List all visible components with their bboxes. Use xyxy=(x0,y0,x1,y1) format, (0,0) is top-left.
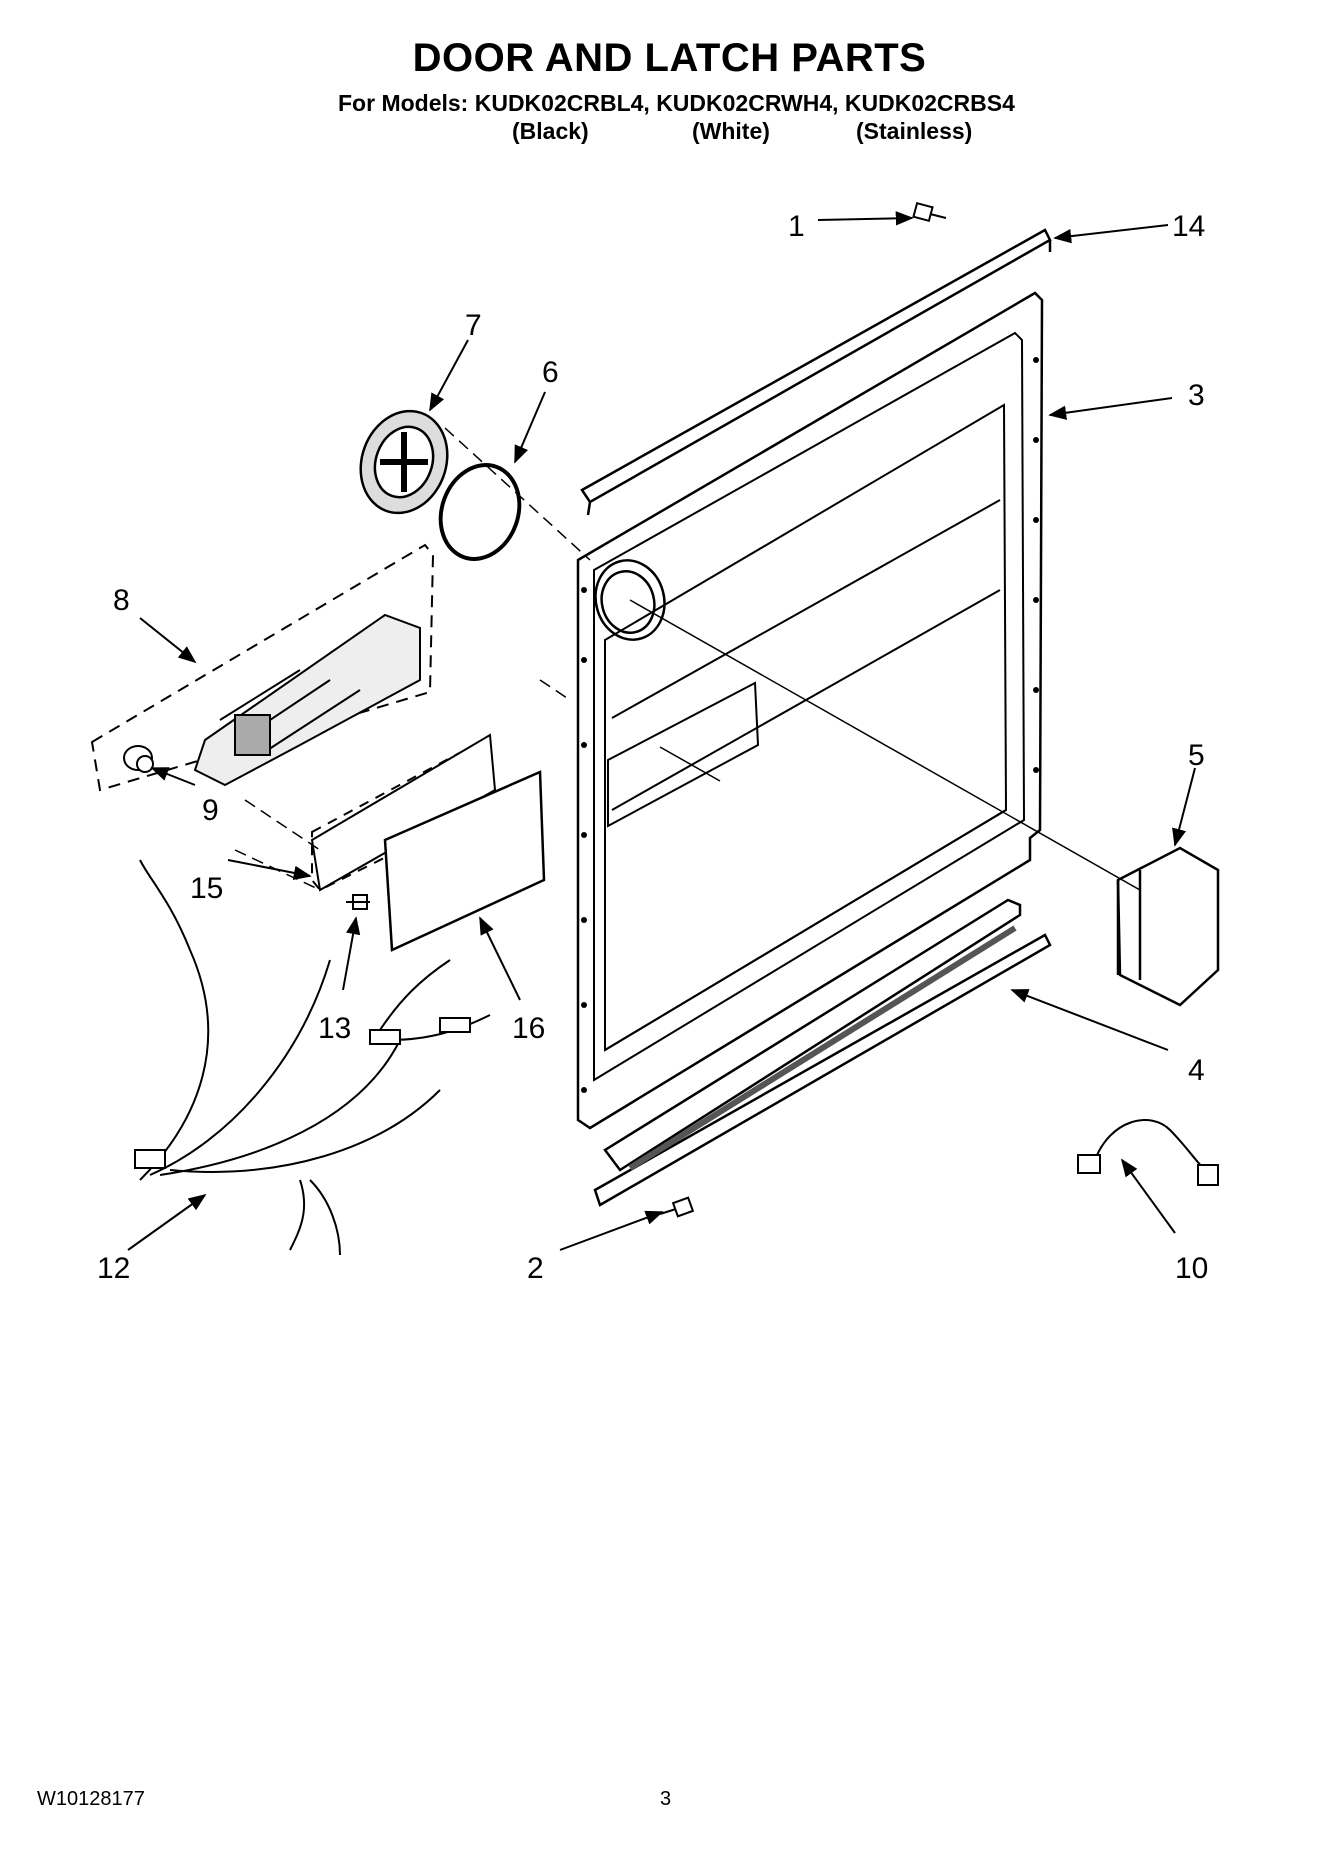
wire-connector xyxy=(1077,1119,1219,1186)
top-door-rail xyxy=(580,228,1052,516)
callout-2: 2 xyxy=(527,1252,544,1285)
door-inner-panel xyxy=(576,291,1044,1130)
callout-9: 9 xyxy=(202,794,219,827)
callout-10: 10 xyxy=(1175,1252,1208,1285)
page-number: 3 xyxy=(660,1788,672,1810)
gasket-ring xyxy=(438,463,522,561)
variant-white: (White) xyxy=(692,118,770,144)
screw-bottom xyxy=(659,1196,695,1218)
variant-black: (Black) xyxy=(512,118,589,144)
callout-8: 8 xyxy=(113,584,130,617)
models-line: For Models: KUDK02CRBL4, KUDK02CRWH4, KU… xyxy=(338,90,1015,116)
latch-assembly-group xyxy=(90,543,435,792)
callout-12: 12 xyxy=(97,1252,130,1285)
callout-16: 16 xyxy=(512,1012,545,1045)
vent-assembly xyxy=(359,409,449,515)
callout-4: 4 xyxy=(1188,1054,1205,1087)
callout-5: 5 xyxy=(1188,739,1205,772)
callout-13: 13 xyxy=(318,1012,351,1045)
callout-15: 15 xyxy=(190,872,223,905)
board-screw xyxy=(346,894,370,910)
document-number: W10128177 xyxy=(37,1788,145,1810)
control-board xyxy=(383,770,546,952)
wire-harness xyxy=(134,859,491,1256)
latch-bracket xyxy=(1116,846,1220,1007)
callout-1: 1 xyxy=(788,210,805,243)
screw-top xyxy=(912,201,947,223)
callout-3: 3 xyxy=(1188,379,1205,412)
variant-stainless: (Stainless) xyxy=(856,118,973,144)
callout-14: 14 xyxy=(1172,210,1205,243)
callout-labels: 1 2 3 4 5 6 7 8 9 10 12 13 14 15 16 xyxy=(97,210,1208,1285)
leader-arrows xyxy=(127,211,1196,1251)
callout-7: 7 xyxy=(465,309,482,342)
callout-6: 6 xyxy=(542,356,559,389)
page-title: DOOR AND LATCH PARTS xyxy=(412,36,927,80)
indicator-lamp xyxy=(123,745,154,773)
bottom-door-trim xyxy=(593,898,1052,1207)
